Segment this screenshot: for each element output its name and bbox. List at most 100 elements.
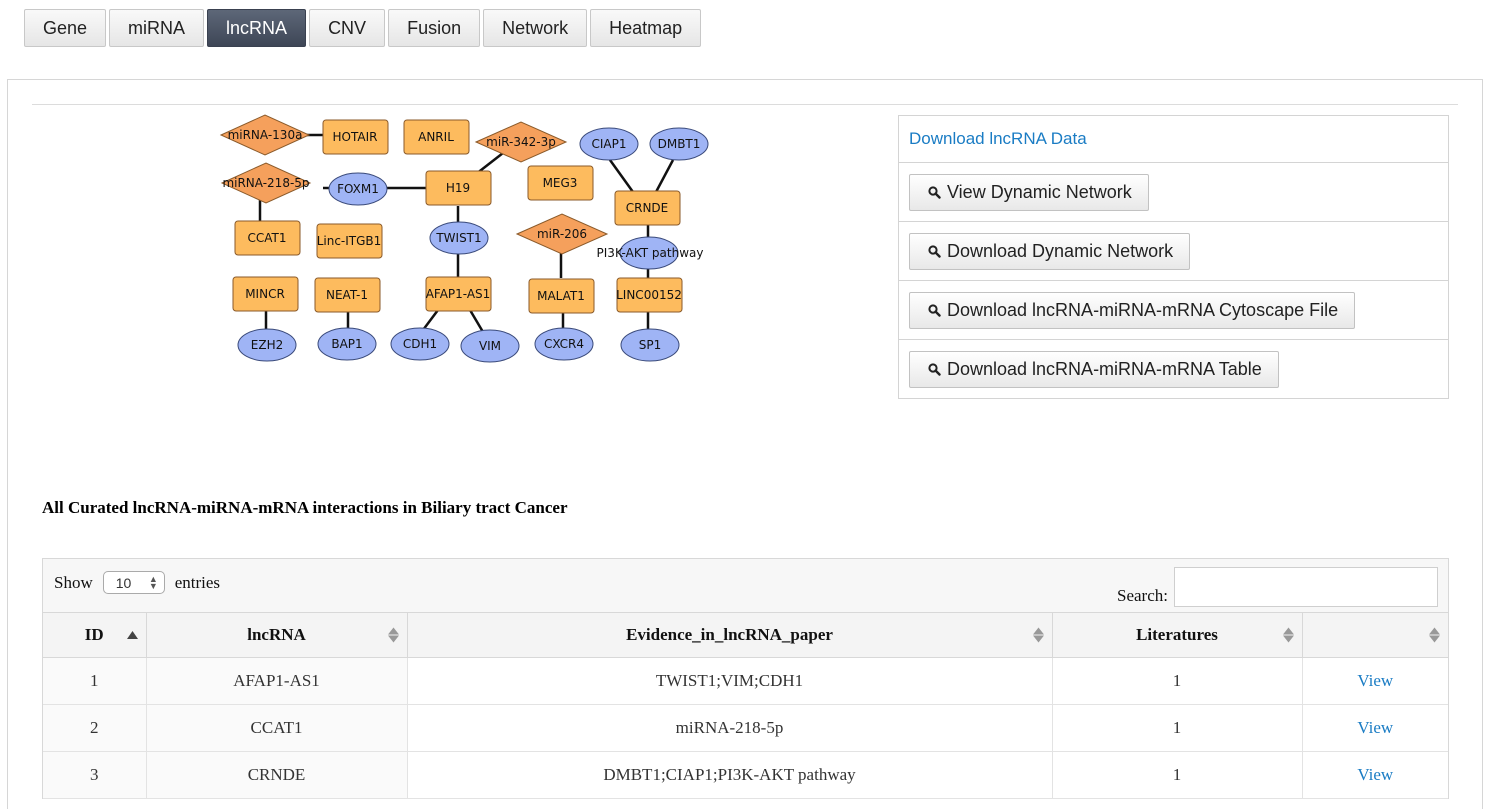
ciap1-node[interactable]: CIAP1 (579, 127, 639, 161)
linc-itgb1-node[interactable]: Linc-ITGB1 (316, 223, 383, 259)
neat1-node[interactable]: NEAT-1 (314, 277, 381, 313)
cxcr4-node[interactable]: CXCR4 (534, 327, 594, 361)
view-dynamic-network-button[interactable]: View Dynamic Network (909, 173, 1149, 211)
cell-id: 2 (43, 704, 147, 752)
tab-lncrna[interactable]: lncRNA (207, 9, 307, 47)
search-input[interactable] (1174, 567, 1438, 607)
svg-text:DMBT1: DMBT1 (658, 137, 701, 151)
search-label: Search: (1117, 586, 1168, 605)
meg3-node[interactable]: MEG3 (527, 165, 594, 201)
edge (468, 309, 485, 333)
malat1-node[interactable]: MALAT1 (528, 278, 595, 314)
crnde-node[interactable]: CRNDE (614, 190, 681, 226)
column-header-id[interactable]: ID (43, 612, 147, 658)
search-icon (928, 362, 941, 376)
network-svg: miRNA-130a miRNA-218-5p miR-342-3p miR-2… (219, 114, 709, 363)
svg-text:CXCR4: CXCR4 (544, 337, 584, 351)
twist1-node[interactable]: TWIST1 (429, 221, 489, 255)
dmbt1-node[interactable]: DMBT1 (649, 127, 709, 161)
afap1-as1-node[interactable]: AFAP1-AS1 (425, 276, 492, 312)
vim-node[interactable]: VIM (460, 329, 520, 363)
mir-342-node[interactable]: miR-342-3p (474, 121, 568, 163)
mirna-218-node[interactable]: miRNA-218-5p (220, 162, 312, 204)
bap1-node[interactable]: BAP1 (317, 327, 377, 361)
svg-text:SP1: SP1 (639, 338, 662, 352)
svg-text:AFAP1-AS1: AFAP1-AS1 (426, 287, 491, 301)
view-link[interactable]: View (1357, 671, 1394, 690)
ezh2-node[interactable]: EZH2 (237, 328, 297, 362)
page-size-control: Show 10 ▲▼ entries (54, 571, 220, 594)
content-panel: miRNA-130a miRNA-218-5p miR-342-3p miR-2… (7, 79, 1483, 809)
section-title: All Curated lncRNA-miRNA-mRNA interactio… (42, 498, 568, 517)
download-panel: Download lncRNA Data View Dynamic Networ… (898, 115, 1449, 399)
h19-node[interactable]: H19 (425, 170, 492, 206)
svg-text:miR-206: miR-206 (537, 227, 587, 241)
table-download-row: Download lncRNA-miRNA-mRNA Table (899, 339, 1448, 398)
cell-action: View (1302, 751, 1448, 799)
download-data-row: Download lncRNA Data (899, 116, 1448, 162)
tab-gene[interactable]: Gene (24, 9, 107, 47)
cell-action: View (1302, 657, 1448, 705)
foxm1-node[interactable]: FOXM1 (328, 172, 388, 206)
column-header-lncrna[interactable]: lncRNA (146, 612, 408, 658)
svg-text:MINCR: MINCR (245, 287, 285, 301)
sort-asc-icon (126, 631, 138, 639)
divider (32, 104, 1458, 105)
tab-fusion[interactable]: Fusion (388, 9, 481, 47)
linc00152-node[interactable]: LINC00152 (616, 277, 683, 313)
svg-text:FOXM1: FOXM1 (337, 182, 379, 196)
cell-evidence: DMBT1;CIAP1;PI3K-AKT pathway (407, 751, 1053, 799)
svg-text:MEG3: MEG3 (543, 176, 578, 190)
view-link[interactable]: View (1357, 765, 1394, 784)
hotair-node[interactable]: HOTAIR (322, 119, 389, 155)
ccat1-node[interactable]: CCAT1 (234, 220, 301, 256)
svg-text:PI3K-AKT pathway: PI3K-AKT pathway (597, 246, 704, 260)
tab-mirna[interactable]: miRNA (109, 9, 205, 47)
interactions-table: ID lncRNA Evidence_in_lncRNA_paper (43, 612, 1448, 799)
cell-evidence: TWIST1;VIM;CDH1 (407, 657, 1053, 705)
anril-node[interactable]: ANRIL (403, 119, 470, 155)
sort-both-icon (1429, 627, 1440, 643)
sp1-node[interactable]: SP1 (620, 328, 680, 362)
download-cytoscape-button[interactable]: Download lncRNA-miRNA-mRNA Cytoscape Fil… (909, 291, 1356, 329)
download-lncrna-data-link[interactable]: Download lncRNA Data (909, 129, 1087, 148)
svg-text:miRNA-130a: miRNA-130a (228, 128, 303, 142)
view-link[interactable]: View (1357, 718, 1394, 737)
cytoscape-row: Download lncRNA-miRNA-mRNA Cytoscape Fil… (899, 280, 1448, 339)
column-header-evidence[interactable]: Evidence_in_lncRNA_paper (407, 612, 1053, 658)
network-graph: miRNA-130a miRNA-218-5p miR-342-3p miR-2… (208, 110, 728, 380)
download-table-label: Download lncRNA-miRNA-mRNA Table (947, 358, 1262, 379)
table-search: Search: (1117, 567, 1438, 607)
edge (422, 309, 439, 331)
cdh1-node[interactable]: CDH1 (390, 327, 450, 361)
table-row: 2 CCAT1 miRNA-218-5p 1 View (43, 704, 1448, 752)
svg-text:miR-342-3p: miR-342-3p (486, 135, 556, 149)
column-header-action[interactable] (1302, 612, 1448, 658)
svg-text:CDH1: CDH1 (403, 337, 437, 351)
download-table-button[interactable]: Download lncRNA-miRNA-mRNA Table (909, 350, 1279, 388)
pi3k-akt-node[interactable]: PI3K-AKT pathway (597, 236, 704, 270)
svg-text:H19: H19 (446, 181, 470, 195)
column-header-literatures[interactable]: Literatures (1052, 612, 1303, 658)
tab-bar: Gene miRNA lncRNA CNV Fusion Network Hea… (24, 9, 702, 47)
svg-text:VIM: VIM (479, 339, 501, 353)
search-icon (928, 244, 941, 258)
tab-network[interactable]: Network (483, 9, 588, 47)
download-dynamic-network-button[interactable]: Download Dynamic Network (909, 232, 1191, 270)
tab-heatmap[interactable]: Heatmap (590, 9, 702, 47)
tab-cnv[interactable]: CNV (309, 9, 386, 47)
cell-lncrna: AFAP1-AS1 (146, 657, 408, 705)
mirna-130a-node[interactable]: miRNA-130a (219, 114, 311, 156)
search-icon (928, 185, 941, 199)
entries-label: entries (174, 572, 221, 592)
svg-text:CCAT1: CCAT1 (248, 231, 287, 245)
table-header-row: ID lncRNA Evidence_in_lncRNA_paper (43, 612, 1448, 658)
svg-text:HOTAIR: HOTAIR (333, 130, 378, 144)
cell-id: 3 (43, 751, 147, 799)
mir-206-node[interactable]: miR-206 (515, 213, 609, 255)
mincr-node[interactable]: MINCR (232, 276, 299, 312)
page-size-select[interactable]: 10 ▲▼ (102, 571, 165, 594)
table-controls: Show 10 ▲▼ entries Search: (43, 559, 1448, 612)
svg-text:NEAT-1: NEAT-1 (326, 288, 368, 302)
sort-both-icon (1032, 627, 1044, 643)
